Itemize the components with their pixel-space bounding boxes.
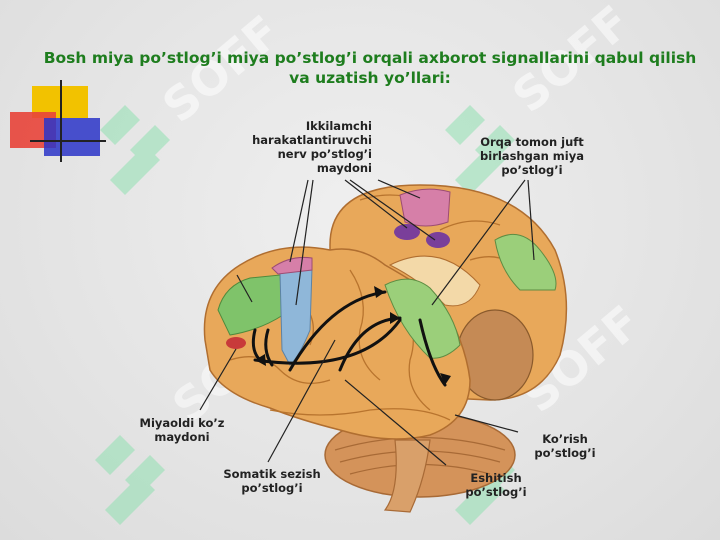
occipital-area-green <box>494 233 557 291</box>
decor-vertical-line <box>60 80 62 162</box>
label-posterior-association: Orqa tomon juft birlashgan miya po’stlog… <box>480 135 584 177</box>
label-somatosensory: Somatik sezish po’stlog’i <box>223 467 321 495</box>
label-prefrontal-eye-field: Miyaoldi ko’z maydoni <box>139 416 225 444</box>
page-title: Bosh miya po’stlog’i miya po’stlog’i orq… <box>43 49 697 87</box>
watermark-logo-1 <box>100 105 170 195</box>
decor-blue-square <box>44 118 100 156</box>
label-visual-cortex: Ko’rish po’stlog’i <box>534 432 596 460</box>
purple-area-2 <box>426 232 450 248</box>
label-auditory-cortex: Eshitish po’stlog’i <box>465 471 527 499</box>
decor-horizontal-line <box>30 140 106 142</box>
label-secondary-motor: Ikkilamchi harakatlantiruvchi nerv po’st… <box>252 119 372 175</box>
decor-squares <box>10 80 110 165</box>
arrow-heads <box>255 286 451 385</box>
brainstem <box>383 439 431 513</box>
eye-field-red <box>226 337 246 349</box>
purple-area-1 <box>394 224 420 240</box>
sensory-area-green <box>384 278 461 359</box>
watermark-logo-3 <box>95 435 165 525</box>
leader-lines <box>199 179 535 466</box>
